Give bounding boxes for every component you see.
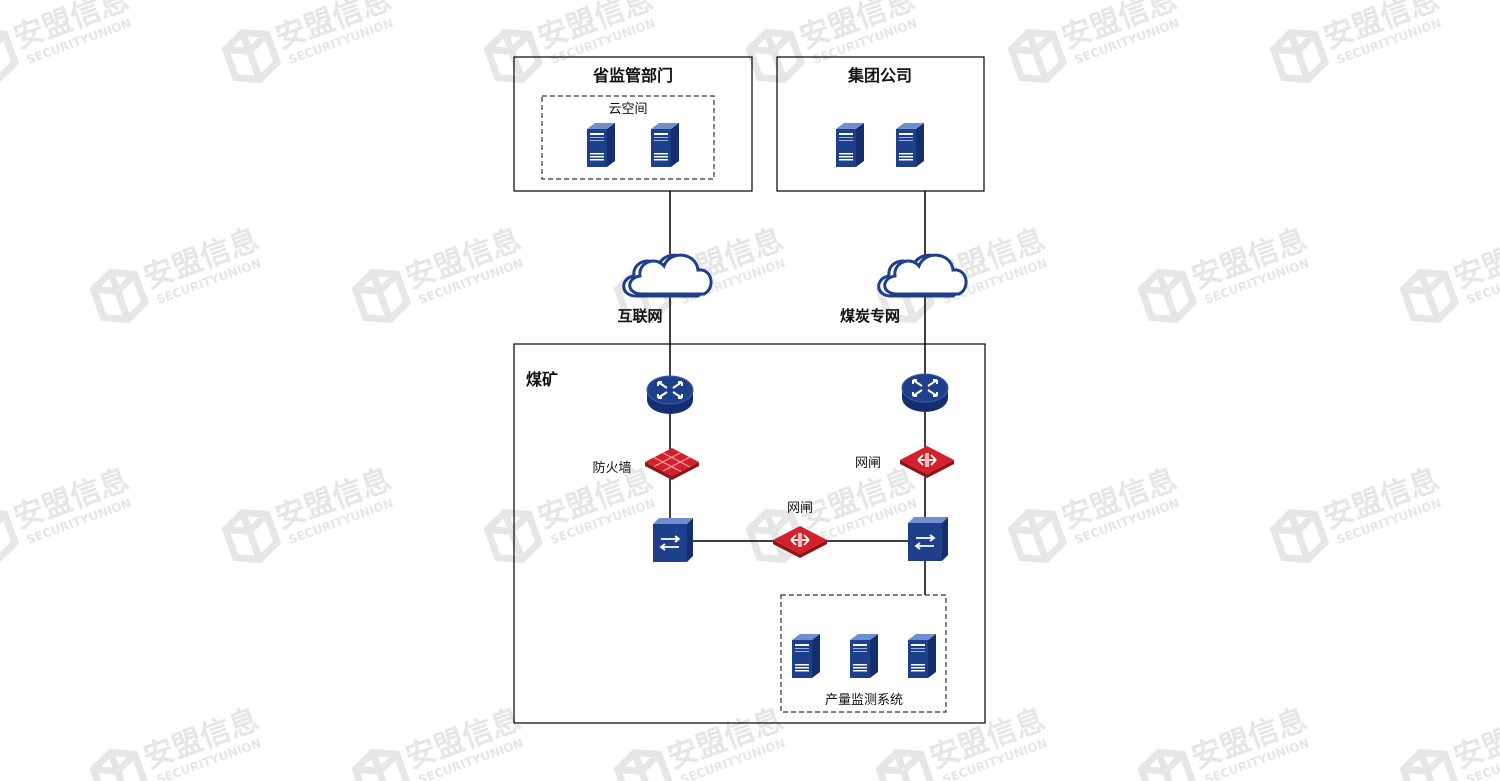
server-icon <box>908 634 936 678</box>
mine-box <box>513 343 986 724</box>
server-icon <box>896 123 924 167</box>
router-icon <box>646 375 694 415</box>
router-icon <box>901 373 949 413</box>
gateway-icon <box>772 525 828 559</box>
internet-cloud-icon <box>622 253 713 298</box>
server-icon <box>651 123 679 167</box>
monitor-system-label: 产量监测系统 <box>825 693 903 708</box>
gateway-right-label: 网闸 <box>855 456 881 471</box>
server-icon <box>792 634 820 678</box>
province-box <box>513 56 753 192</box>
firewall-icon <box>644 447 700 481</box>
gateway-mid-label: 网闸 <box>787 501 813 516</box>
monitor-system-box <box>780 594 947 713</box>
server-icon <box>850 634 878 678</box>
firewall-label: 防火墙 <box>592 460 631 476</box>
cloud-space-box <box>541 95 715 180</box>
cloud-space-label: 云空间 <box>608 102 647 117</box>
mine-title: 煤矿 <box>526 370 558 389</box>
internet-label: 互联网 <box>617 307 662 325</box>
server-icon <box>836 123 864 167</box>
group-title: 集团公司 <box>847 66 912 85</box>
coal-net-label: 煤炭专网 <box>840 307 900 325</box>
switch-icon <box>652 517 694 563</box>
switch-icon <box>907 516 949 562</box>
coal-net-cloud-icon <box>877 253 968 298</box>
server-icon <box>587 123 615 167</box>
province-title: 省监管部门 <box>592 66 673 85</box>
gateway-icon <box>899 445 955 479</box>
group-box <box>776 56 985 192</box>
